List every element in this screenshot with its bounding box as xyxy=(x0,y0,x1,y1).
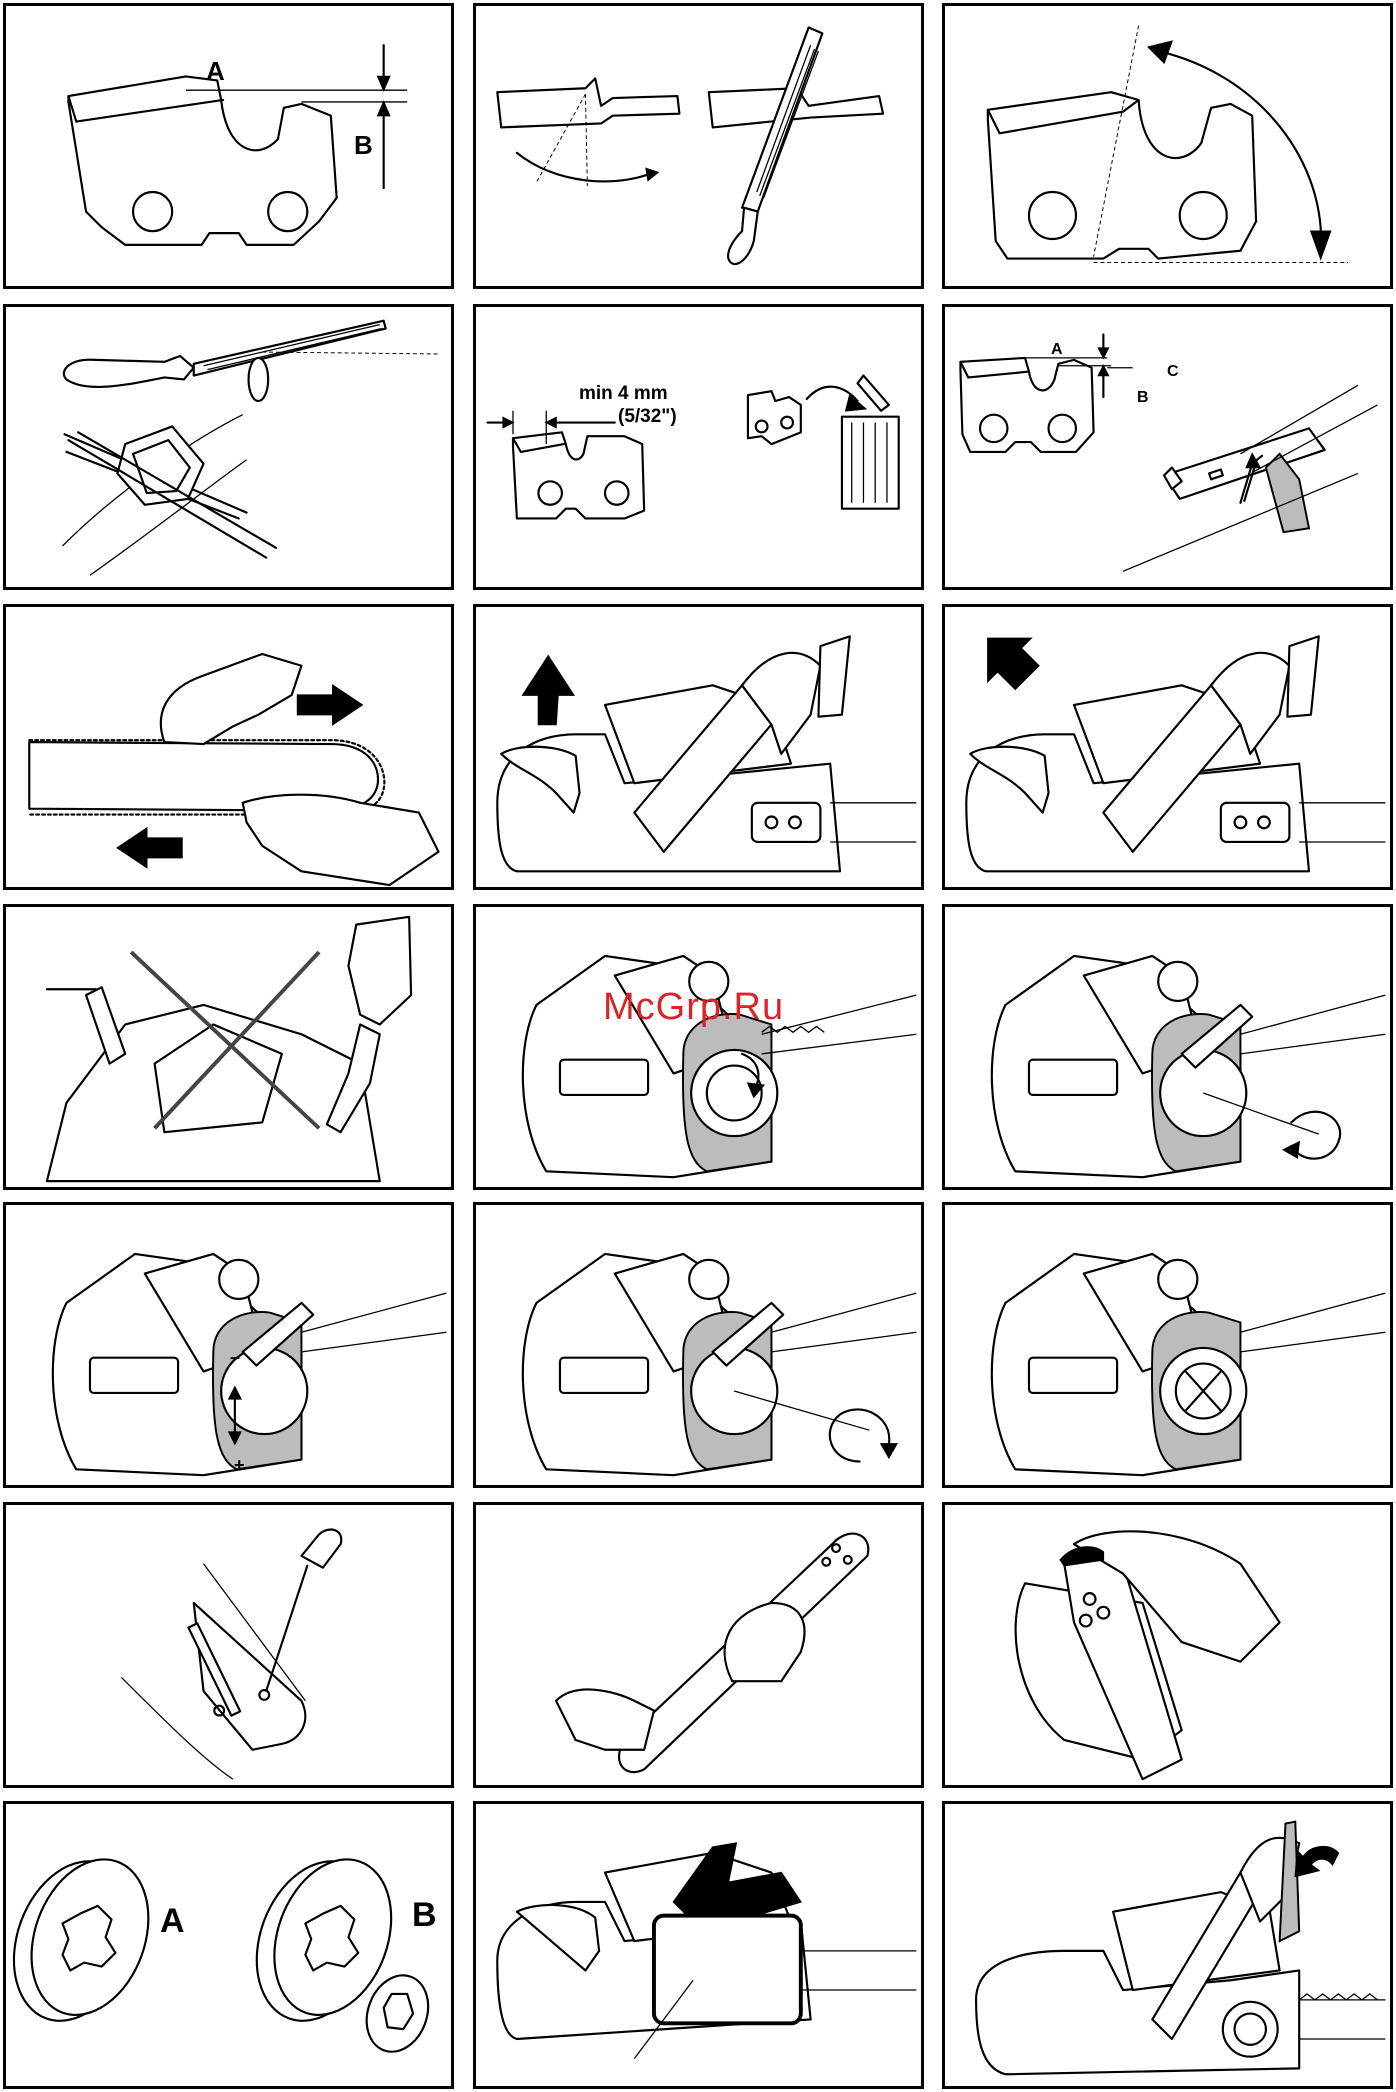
file-angle-illustration xyxy=(476,6,921,286)
tensioner-step-3 xyxy=(6,1205,451,1485)
tensioner-step-5 xyxy=(945,1205,1390,1485)
panel-chain-brake-on xyxy=(473,604,924,890)
panel-bar-nose xyxy=(942,1502,1393,1788)
label-minus: – xyxy=(230,1347,240,1368)
panel-min-length: min 4 mm (5/32") xyxy=(473,304,924,590)
wrong-grip-illustration xyxy=(6,907,451,1187)
label-b: B xyxy=(1137,389,1149,407)
depth-gauge-illustration xyxy=(945,307,1390,587)
tensioner-step-2 xyxy=(945,907,1390,1187)
saw-side-illustration xyxy=(945,1804,1390,2086)
label-a: A xyxy=(206,56,225,87)
panel-tensioner-3: – + xyxy=(3,1202,454,1488)
tooth-angle-illustration xyxy=(945,6,1390,286)
panel-bar-turning xyxy=(473,1502,924,1788)
panel-file-angle xyxy=(473,3,924,289)
tensioner-step-4 xyxy=(476,1205,921,1485)
panel-depth-gauge: A B C xyxy=(942,304,1393,590)
panel-cutter-depth: A B xyxy=(3,3,454,289)
chainsaw-brake-release xyxy=(945,607,1390,887)
bar-cleaning-illustration xyxy=(6,1505,451,1785)
label-min-inch: (5/32") xyxy=(618,406,677,428)
tensioner-step-1 xyxy=(476,907,921,1187)
bar-nose-illustration xyxy=(945,1505,1390,1785)
panel-file-gauge xyxy=(3,304,454,590)
panel-chain-brake-off xyxy=(942,604,1393,890)
label-plus: + xyxy=(234,1455,245,1476)
label-sprocket-b: B xyxy=(412,1896,437,1935)
bar-turning-illustration xyxy=(476,1505,921,1785)
label-a: A xyxy=(1051,341,1063,359)
panel-chain-tension-hand xyxy=(3,604,454,890)
panel-tensioner-1 xyxy=(473,904,924,1190)
panel-tooth-angle xyxy=(942,3,1393,289)
panel-wrong-grip xyxy=(3,904,454,1190)
panel-sprocket-types: A B xyxy=(3,1801,454,2089)
label-min-4mm: min 4 mm xyxy=(579,383,668,405)
panel-saw-side xyxy=(942,1801,1393,2089)
clutch-cover-illustration xyxy=(476,1804,921,2086)
sprocket-illustration xyxy=(6,1804,451,2086)
min-length-illustration xyxy=(476,307,921,587)
label-sprocket-a: A xyxy=(160,1902,185,1941)
chain-tension-illustration xyxy=(6,607,451,887)
panel-bar-cleaning xyxy=(3,1502,454,1788)
panel-tensioner-2 xyxy=(942,904,1393,1190)
chainsaw-brake-engage xyxy=(476,607,921,887)
panel-tensioner-5 xyxy=(942,1202,1393,1488)
label-c: C xyxy=(1167,363,1179,381)
cutter-tooth-illustration xyxy=(6,6,451,286)
panel-clutch-cover xyxy=(473,1801,924,2089)
panel-tensioner-4 xyxy=(473,1202,924,1488)
watermark-text: McGrp.Ru xyxy=(603,986,784,1029)
label-b: B xyxy=(354,130,373,161)
file-gauge-illustration xyxy=(6,307,451,587)
